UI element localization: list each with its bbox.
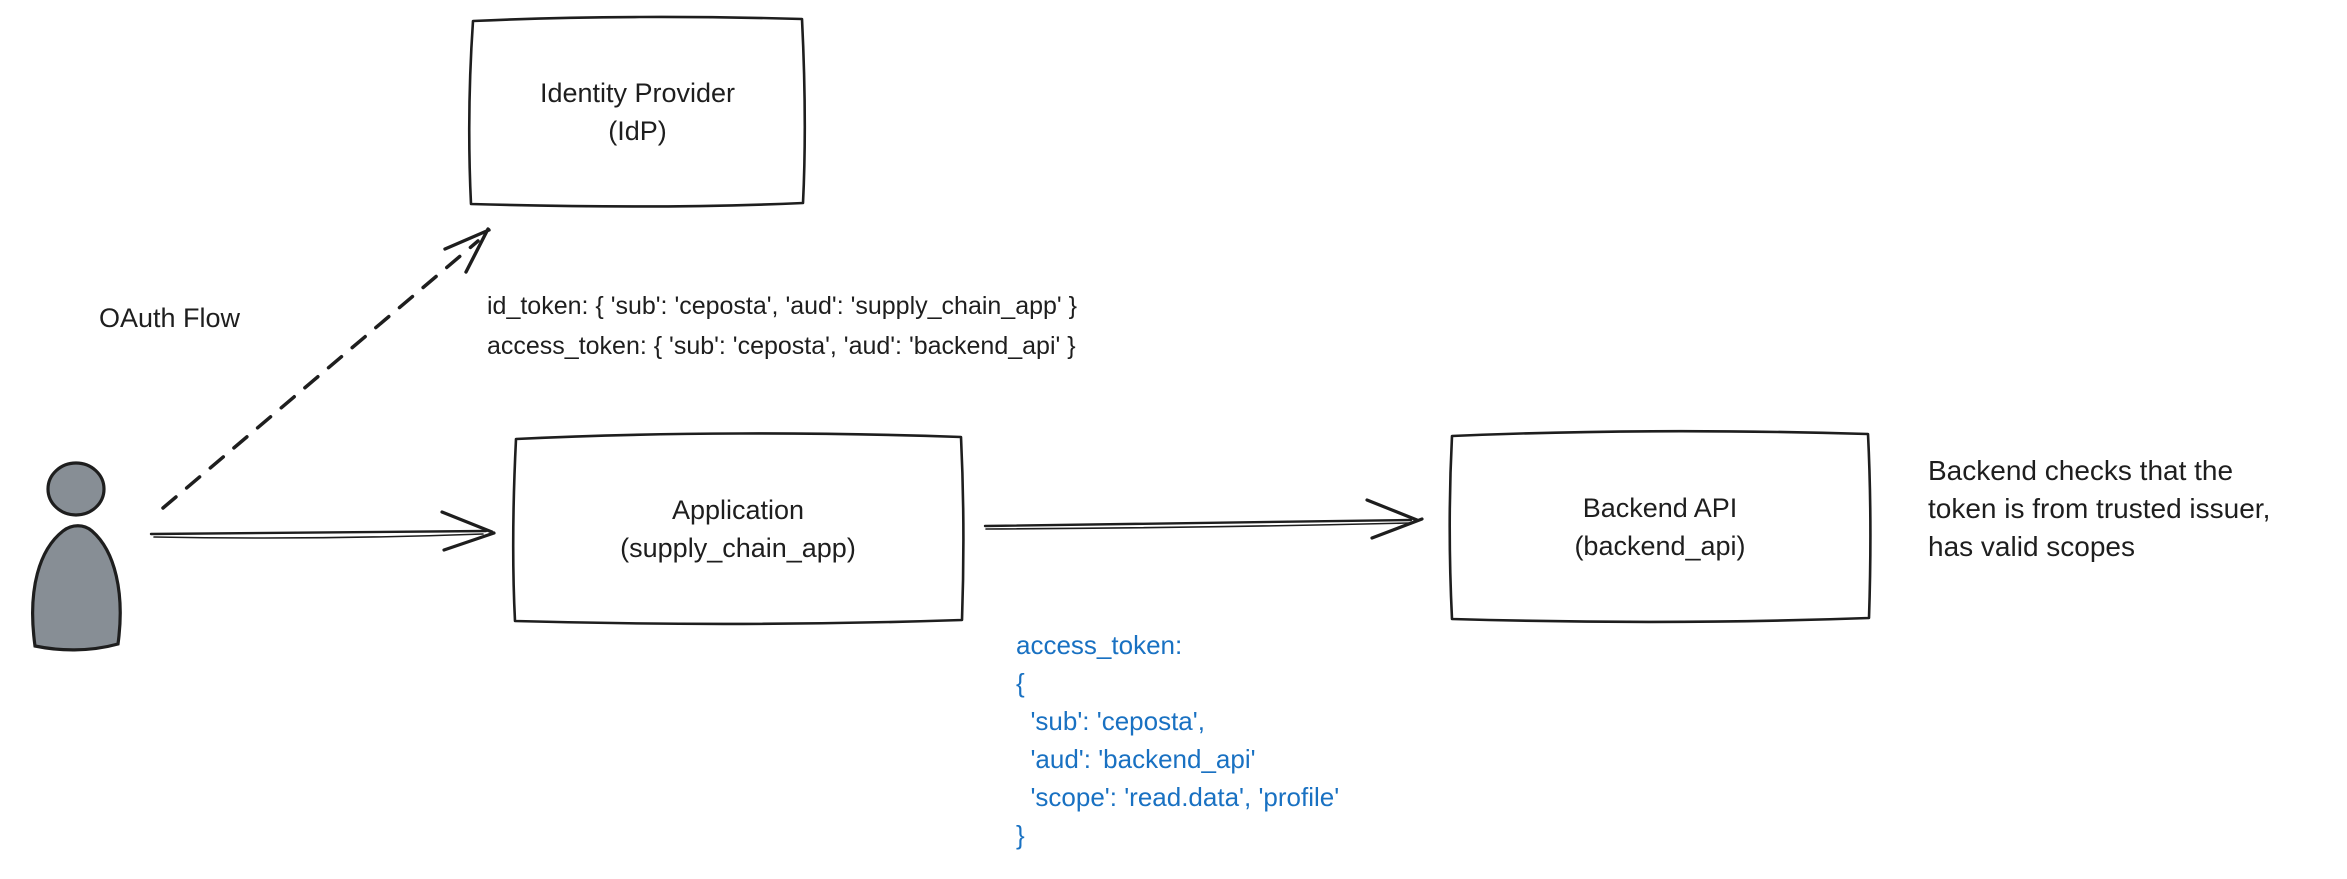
idp-box-subtitle: (IdP) (608, 115, 667, 146)
idp-box-label: Identity Provider (IdP) (470, 18, 805, 205)
backend-validation-line-2: token is from trusted issuer, (1928, 493, 2271, 524)
backend-validation-line-3: has valid scopes (1928, 531, 2136, 562)
backend-validation-note: Backend checks that the token is from tr… (1928, 452, 2270, 566)
app-to-backend-arrow (983, 498, 1424, 540)
application-box-label: Application (supply_chain_app) (513, 436, 963, 622)
backend-box-label: Backend API (backend_api) (1450, 433, 1870, 620)
backend-box-title: Backend API (1582, 492, 1738, 523)
access-token-payload-note: access_token: { 'sub': 'ceposta', 'aud':… (1016, 626, 1339, 854)
oauth-dashed-arrow (161, 227, 491, 510)
application-box-subtitle: (supply_chain_app) (620, 533, 856, 563)
access-token-payload-line-4: 'aud': 'backend_api' (1016, 744, 1256, 774)
token-issuance-line-2: access_token: { 'sub': 'ceposta', 'aud':… (487, 332, 1076, 360)
backend-api-box (1448, 429, 1872, 624)
access-token-payload-line-2: { (1016, 668, 1025, 698)
application-box-title: Application (671, 495, 805, 525)
access-token-payload-line-6: } (1016, 820, 1025, 850)
access-token-payload-line-5: 'scope': 'read.data', 'profile' (1016, 782, 1340, 812)
oauth-flow-label: OAuth Flow (99, 303, 241, 333)
access-token-payload-line-3: 'sub': 'ceposta', (1016, 706, 1205, 736)
person-head (46, 461, 106, 517)
idp-box-title: Identity Provider (539, 77, 736, 108)
person-user-icon (31, 461, 122, 652)
token-issuance-line-1: id_token: { 'sub': 'ceposta', 'aud': 'su… (487, 292, 1077, 320)
backend-box-subtitle: (backend_api) (1574, 530, 1746, 561)
token-issuance-note: id_token: { 'sub': 'ceposta', 'aud': 'su… (487, 286, 1077, 366)
user-to-app-arrow (149, 510, 496, 552)
access-token-payload-line-1: access_token: (1016, 630, 1183, 660)
person-body (31, 524, 122, 652)
backend-validation-line-1: Backend checks that the (1928, 455, 2234, 486)
application-box (511, 432, 965, 626)
idp-box (467, 15, 807, 208)
